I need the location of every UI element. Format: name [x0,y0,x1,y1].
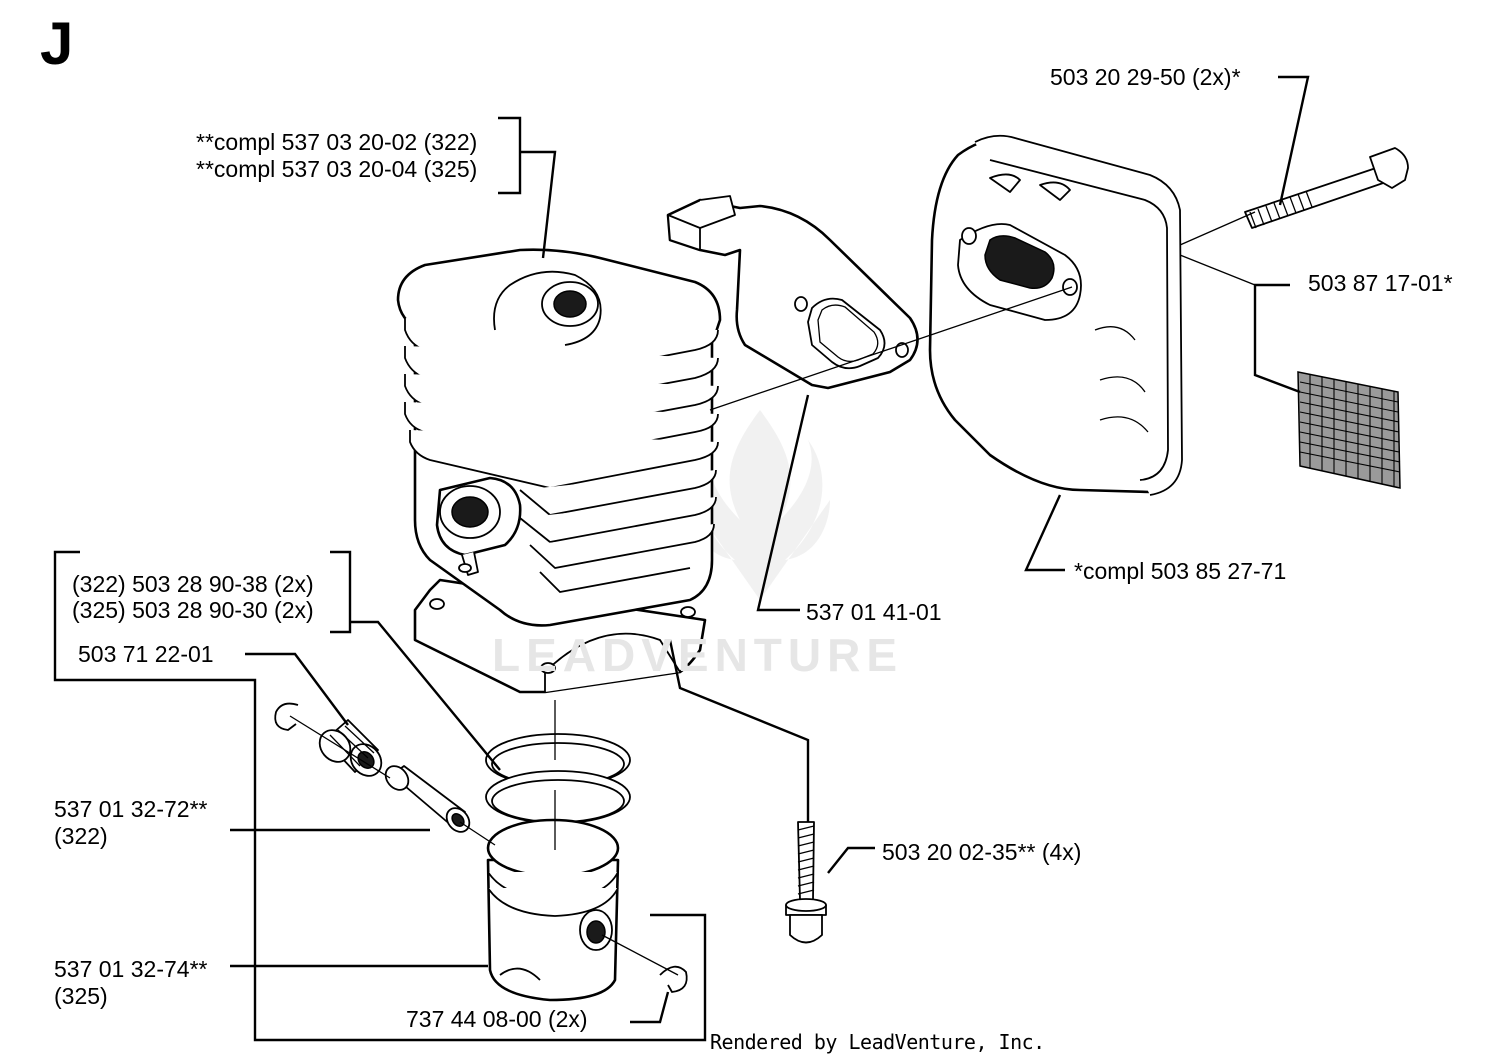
muffler-bolt-drawing [1244,147,1409,229]
label-needle-bearing[interactable]: 503 71 22-01 [78,641,214,667]
piston-drawing [486,818,620,1002]
circlip-right-drawing [659,965,688,993]
label-spark-screen[interactable]: 503 87 17-01* [1308,270,1453,296]
exhaust-gasket-drawing [666,195,919,390]
leader-lines [53,75,1310,1042]
cylinder-drawing [396,248,722,694]
label-cylinder-325[interactable]: **compl 537 03 20-04 (325) [196,156,478,182]
label-piston-322-number[interactable]: 537 01 32-72** [54,796,208,822]
label-muffler[interactable]: *compl 503 85 27-71 [1074,558,1287,584]
label-piston-325-model: (325) [54,983,108,1009]
label-piston-325-number[interactable]: 537 01 32-74** [54,956,208,982]
label-cylinder-screw[interactable]: 503 20 02-35** (4x) [882,839,1082,865]
muffler-drawing [928,134,1183,496]
spark-screen-drawing [1297,371,1401,489]
label-muffler-bolt[interactable]: 503 20 29-50 (2x)* [1050,64,1241,90]
label-gasket[interactable]: 537 01 41-01 [806,599,942,625]
watermark-text: LEADVENTURE [492,629,904,681]
label-piston-322-model: (322) [54,823,108,849]
label-cylinder-322[interactable]: **compl 537 03 20-02 (322) [196,129,478,155]
watermark-flame-icon [690,410,830,600]
credit-text: Rendered by LeadVenture, Inc. [710,1030,1045,1054]
label-ring-322[interactable]: (322) 503 28 90-38 (2x) [72,571,314,597]
page-letter: J [40,10,74,77]
piston-rings-drawing [485,733,631,824]
circlip-left-drawing [274,702,299,731]
label-ring-325[interactable]: (325) 503 28 90-30 (2x) [72,597,314,623]
needle-bearing-drawing [318,719,383,777]
cylinder-screw-drawing [785,821,827,944]
label-circlip[interactable]: 737 44 08-00 (2x) [406,1006,588,1032]
piston-pin-drawing [384,765,471,833]
